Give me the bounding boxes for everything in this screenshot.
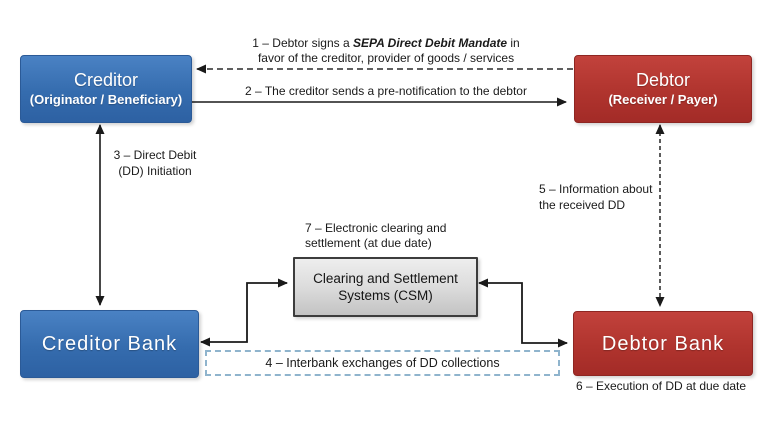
- step4-label: 4 – Interbank exchanges of DD collection…: [265, 356, 500, 370]
- step7-line1: 7 – Electronic clearing and: [305, 221, 447, 235]
- step1-label: 1 – Debtor signs a SEPA Direct Debit Man…: [205, 36, 567, 66]
- step3-line1: 3 – Direct Debit: [113, 148, 197, 162]
- step1-line2: favor of the creditor, provider of goods…: [257, 51, 515, 65]
- step5-line2: the received DD: [539, 198, 626, 212]
- step4-interbank-band: 4 – Interbank exchanges of DD collection…: [205, 350, 560, 376]
- step6-label: 6 – Execution of DD at due date: [575, 379, 747, 393]
- step5-label: 5 – Information about the received DD: [539, 181, 657, 213]
- step1-suffix: in: [507, 36, 520, 50]
- creditor-bank-box: Creditor Bank: [20, 310, 199, 378]
- creditor-bank-csm-arrow: [200, 278, 288, 347]
- step1-prefix: 1 – Debtor signs a: [252, 36, 353, 50]
- debtor-box: Debtor (Receiver / Payer): [574, 55, 752, 123]
- csm-title-line2: Systems (CSM): [338, 288, 433, 303]
- debtor-title: Debtor: [635, 70, 691, 90]
- csm-title-line1: Clearing and Settlement: [313, 271, 458, 286]
- creditor-bank-title: Creditor Bank: [41, 333, 178, 355]
- creditor-box: Creditor (Originator / Beneficiary): [20, 55, 192, 123]
- step5-line1: 5 – Information about: [539, 182, 653, 196]
- debtor-bank-title: Debtor Bank: [601, 332, 725, 355]
- creditor-subtitle: (Originator / Beneficiary): [29, 92, 183, 107]
- step3-line2: (DD) Initiation: [118, 164, 192, 178]
- creditor-title: Creditor: [73, 70, 139, 90]
- step1-emphasis: SEPA Direct Debit Mandate: [353, 36, 508, 50]
- csm-debtor-bank-arrow: [478, 278, 568, 348]
- csm-box: Clearing and Settlement Systems (CSM): [293, 257, 478, 317]
- step7-label: 7 – Electronic clearing and settlement (…: [305, 221, 481, 251]
- debtor-bank-box: Debtor Bank: [573, 311, 753, 376]
- debtor-subtitle: (Receiver / Payer): [608, 92, 718, 107]
- step7-line2: settlement (at due date): [305, 236, 432, 250]
- step2-label: 2 – The creditor sends a pre-notificatio…: [245, 84, 527, 98]
- step3-label: 3 – Direct Debit (DD) Initiation: [103, 147, 207, 179]
- step1-line1: 1 – Debtor signs a SEPA Direct Debit Man…: [205, 36, 567, 51]
